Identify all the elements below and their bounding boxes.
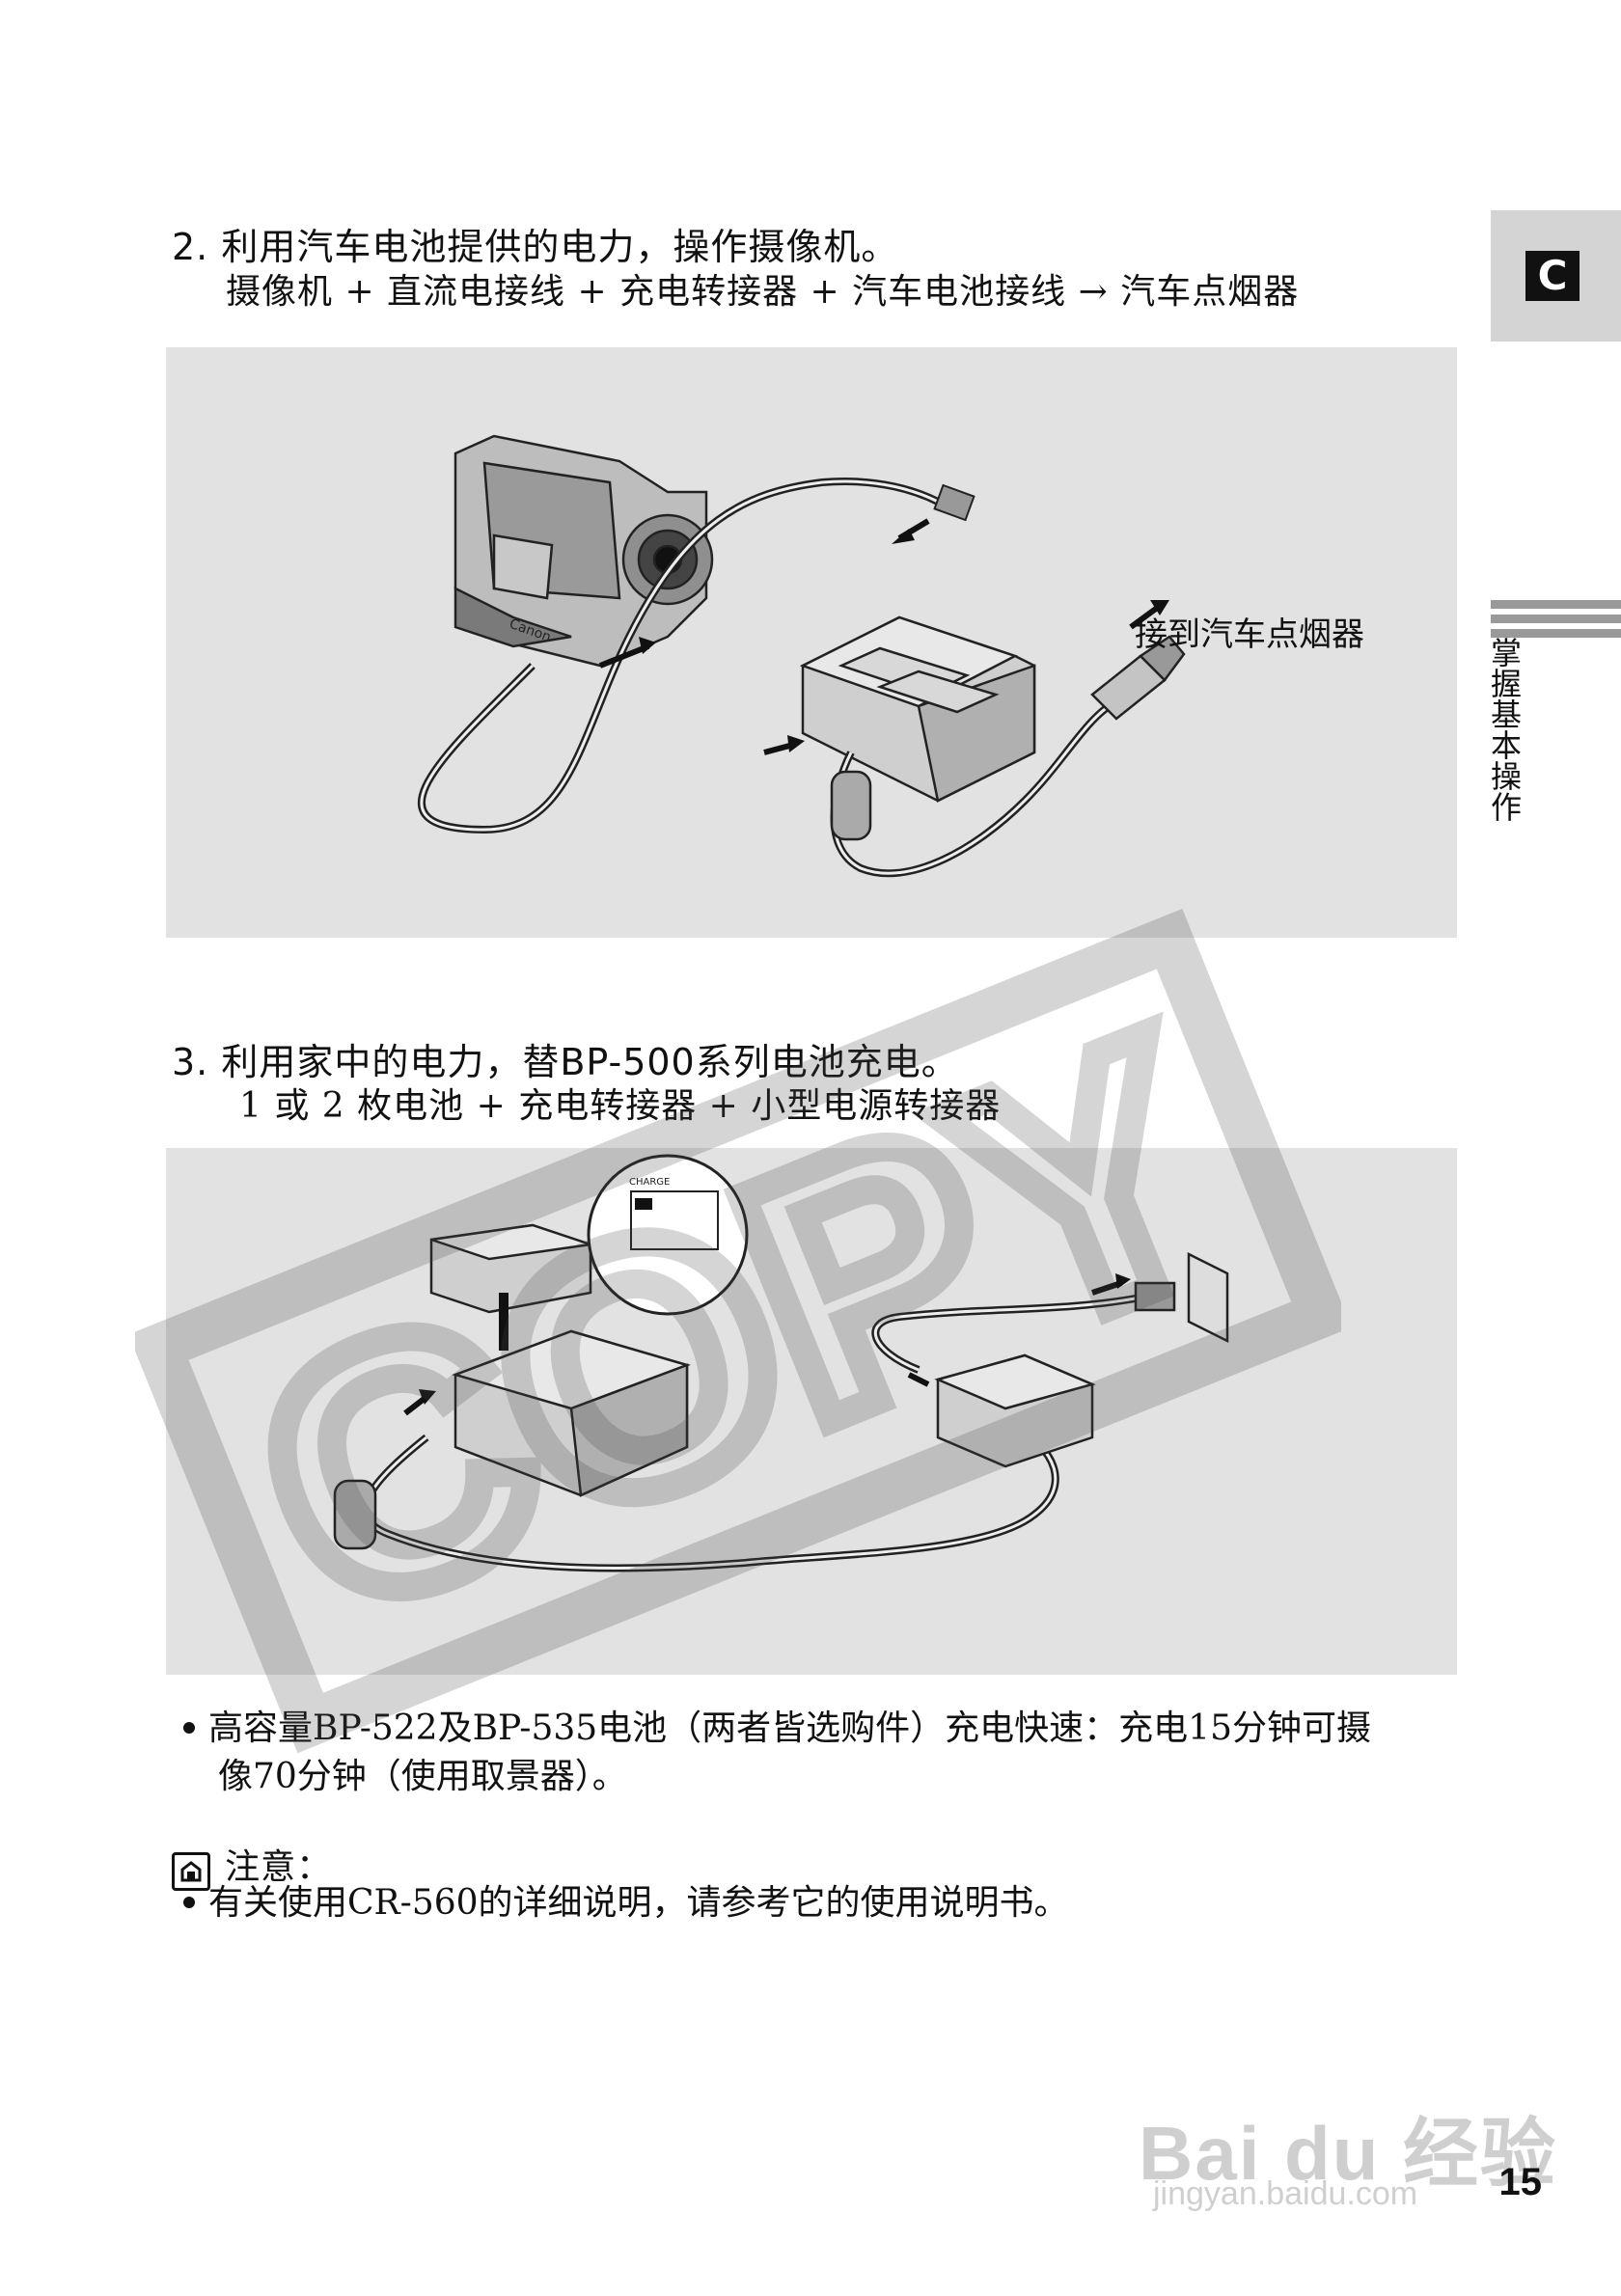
ferrite-core (830, 770, 872, 841)
cigarette-plug-illustration (1090, 635, 1186, 721)
note-text: 有关使用CR-560的详细说明，请参考它的使用说明书。 (208, 1883, 1069, 1923)
section-3-heading: 3. 利用家中的电力，替BP-500系列电池充电。 (172, 1041, 959, 1083)
copy-watermark-text: COPY (209, 963, 1268, 1691)
battery-note-text-1: 高容量BP-522及BP-535电池（两者皆选购件）充电快速：充电15分钟可摄 (208, 1708, 1371, 1748)
charger-illustration (799, 615, 1036, 803)
battery-note-paragraph: 高容量BP-522及BP-535电池（两者皆选购件）充电快速：充电15分钟可摄 … (183, 1705, 1476, 1801)
home-charge-illustration: CHARGE (333, 1154, 1229, 1572)
section-2-heading: 2. 利用汽车电池提供的电力，操作摄像机。 (172, 226, 899, 268)
chapter-vertical-title: 掌握基本操作 (1484, 637, 1525, 830)
bullet-dot-note (183, 1897, 195, 1908)
power-adapter-illustration (934, 1353, 1096, 1468)
chapter-tab: C (1491, 210, 1621, 342)
memo-icon (172, 1851, 210, 1891)
note-heading: 注意： (172, 1839, 332, 1894)
section-3-formula: 1 或 2 枚电池 + 充电转接器 + 小型电源转接器 (239, 1086, 1002, 1126)
ferrite-core-2 (333, 1479, 377, 1550)
charge-indicator-label: CHARGE (629, 1177, 670, 1188)
arrow-to-charger-dc (763, 742, 794, 755)
arrow-to-adapter (907, 1372, 930, 1387)
copy-watermark: COPY (135, 909, 1341, 1754)
baidu-watermark-url: jingyan.baidu.com (1153, 2175, 1418, 2212)
diagram-panel-car: Canon 接到汽车点烟器 (166, 347, 1457, 938)
chapter-tab-letter: C (1525, 251, 1580, 301)
arrow-to-camcorder (598, 643, 650, 669)
lighter-callout-label: 接到汽车点烟器 (1135, 615, 1364, 654)
side-stripes (1491, 600, 1621, 639)
bullet-dot (183, 1722, 195, 1734)
car-power-illustration: Canon (417, 434, 1186, 878)
note-title: 注意： (225, 1847, 333, 1887)
chapter-vertical-text: 掌握基本操作 (1486, 637, 1523, 822)
wall-socket-illustration (1134, 1251, 1229, 1344)
section-2-formula: 摄像机 + 直流电接线 + 充电转接器 + 汽车电池接线 → 汽车点烟器 (226, 272, 1300, 312)
diagram-panel-home: CHARGE (166, 1148, 1457, 1675)
battery-note-line-2: 像70分钟（使用取景器）。 (218, 1757, 627, 1796)
battery-illustration (429, 1223, 592, 1314)
arrow-to-socket (1091, 1280, 1122, 1296)
page-number: 15 (1498, 2161, 1543, 2203)
note-body: 有关使用CR-560的详细说明，请参考它的使用说明书。 (183, 1879, 1069, 1927)
insert-battery-arrow (499, 1293, 508, 1351)
arrow-to-lighter (1129, 603, 1162, 630)
battery-note-line-1: 高容量BP-522及BP-535电池（两者皆选购件）充电快速：充电15分钟可摄 (183, 1705, 1476, 1753)
camcorder-illustration: Canon (453, 434, 714, 668)
charger-illustration-2 (452, 1329, 691, 1497)
baidu-watermark: Bai du 经验 (1139, 2111, 1558, 2196)
